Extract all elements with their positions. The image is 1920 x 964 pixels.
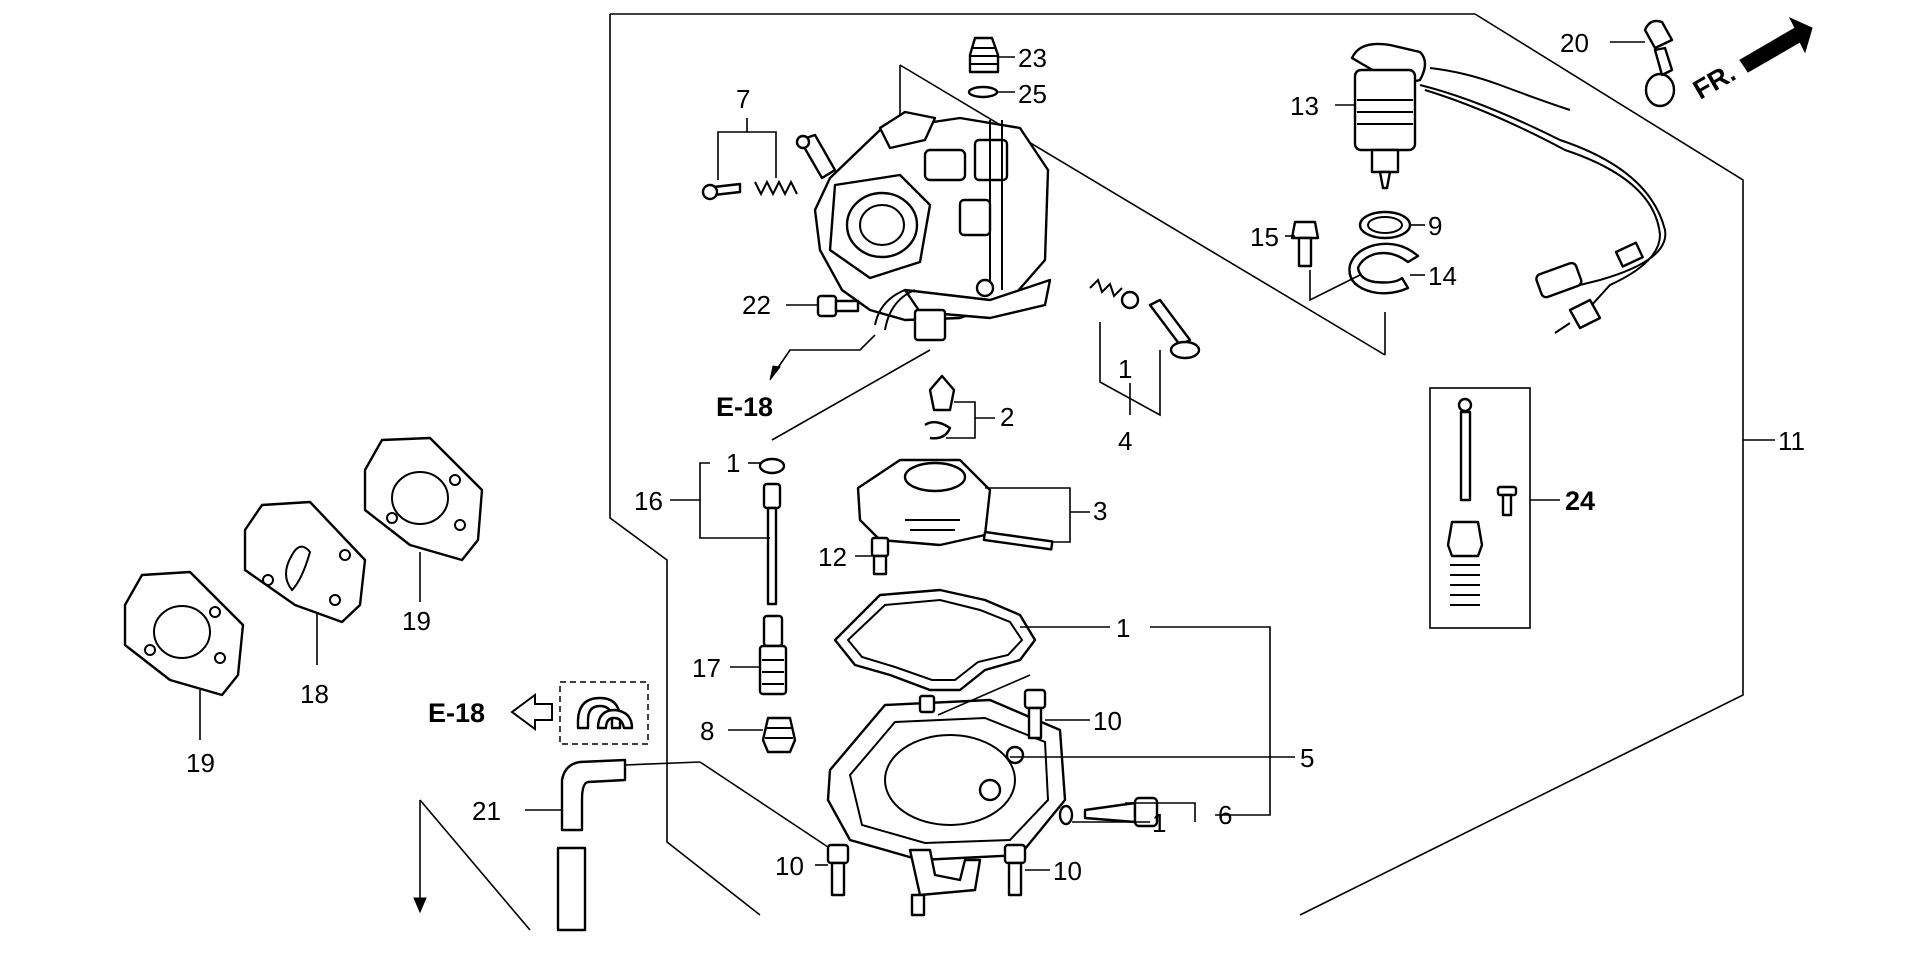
wire-harness — [1419, 67, 1667, 334]
drain-screw-part-6 — [1058, 796, 1159, 828]
float-part-3 — [856, 458, 1054, 551]
clamp-part-14 — [1348, 242, 1420, 295]
jet-part-8 — [761, 716, 797, 754]
front-arrow-icon — [1739, 16, 1813, 73]
callout-4: 4 — [1118, 426, 1132, 456]
callout-16: 16 — [634, 486, 663, 516]
callout-14: 14 — [1428, 261, 1457, 291]
callout-24: 24 — [1565, 486, 1595, 516]
arrow-left-icon — [510, 693, 553, 731]
carburetor-body — [795, 110, 1052, 342]
bolt-part-10a — [1023, 688, 1047, 740]
callout-1c: 1 — [1116, 613, 1130, 643]
callout-1d: 1 — [1152, 808, 1166, 838]
callout-6: 6 — [1218, 800, 1232, 830]
float-valve-part-2 — [924, 374, 956, 440]
callout-15: 15 — [1250, 222, 1279, 252]
hose-part-21 — [556, 758, 627, 932]
callout-18: 18 — [300, 679, 329, 709]
callout-25: 25 — [1018, 79, 1047, 109]
oring-part-25 — [967, 85, 999, 99]
needle-kit-part-24 — [1446, 397, 1518, 606]
callout-13: 13 — [1290, 91, 1319, 121]
ref-e18-top: E-18 — [716, 392, 773, 422]
main-jet-holder-part-17 — [758, 614, 788, 696]
drain-screw-part — [910, 893, 926, 917]
callout-1b: 1 — [726, 448, 740, 478]
assembly-frame — [609, 13, 1744, 916]
callout-11: 11 — [1778, 426, 1805, 456]
ref-e18-left: E-18 — [428, 698, 485, 728]
solenoid-part-13 — [1350, 42, 1427, 190]
callout-19b: 19 — [186, 748, 215, 778]
callout-labels: 23 25 7 22 1 4 2 3 1 16 12 1 17 10 8 5 6… — [186, 28, 1805, 886]
kit-box-24 — [1429, 387, 1531, 629]
jet-part-23 — [968, 36, 1000, 74]
callout-1a: 1 — [1118, 354, 1132, 384]
bolt-part-10b — [826, 843, 850, 897]
idle-screw-part — [1089, 278, 1201, 360]
emulsion-tube-part-16 — [758, 457, 786, 606]
callout-10a: 10 — [1093, 706, 1122, 736]
callout-12: 12 — [818, 542, 847, 572]
callout-19a: 19 — [402, 606, 431, 636]
float-chamber-part-5 — [826, 694, 1067, 897]
screw-part-12 — [870, 536, 890, 576]
callout-3: 3 — [1093, 496, 1107, 526]
callout-5: 5 — [1300, 743, 1314, 773]
bolt-part-22 — [816, 294, 860, 318]
callout-7: 7 — [736, 84, 750, 114]
callout-8: 8 — [700, 716, 714, 746]
callout-10c: 10 — [1053, 856, 1082, 886]
bolt-part-10c — [1003, 843, 1027, 897]
clamp-box — [559, 681, 649, 745]
insulator-gasket-18 — [243, 500, 367, 624]
gasket-part-1 — [833, 588, 1037, 692]
insulator-gasket-19-left — [123, 570, 245, 697]
callout-9: 9 — [1428, 211, 1442, 241]
callout-17: 17 — [692, 653, 721, 683]
callout-10b: 10 — [775, 851, 804, 881]
bolt-part-15 — [1290, 220, 1320, 268]
clip-part-20 — [1643, 19, 1676, 108]
callout-21: 21 — [472, 796, 501, 826]
clamp-icon — [576, 696, 634, 730]
callout-23: 23 — [1018, 43, 1047, 73]
pilot-screw-part — [701, 179, 798, 201]
insulator-gasket-19-right — [363, 436, 484, 562]
callout-22: 22 — [742, 290, 771, 320]
callout-20: 20 — [1560, 28, 1589, 58]
callout-2: 2 — [1000, 402, 1014, 432]
front-label: FR. — [1688, 57, 1741, 105]
